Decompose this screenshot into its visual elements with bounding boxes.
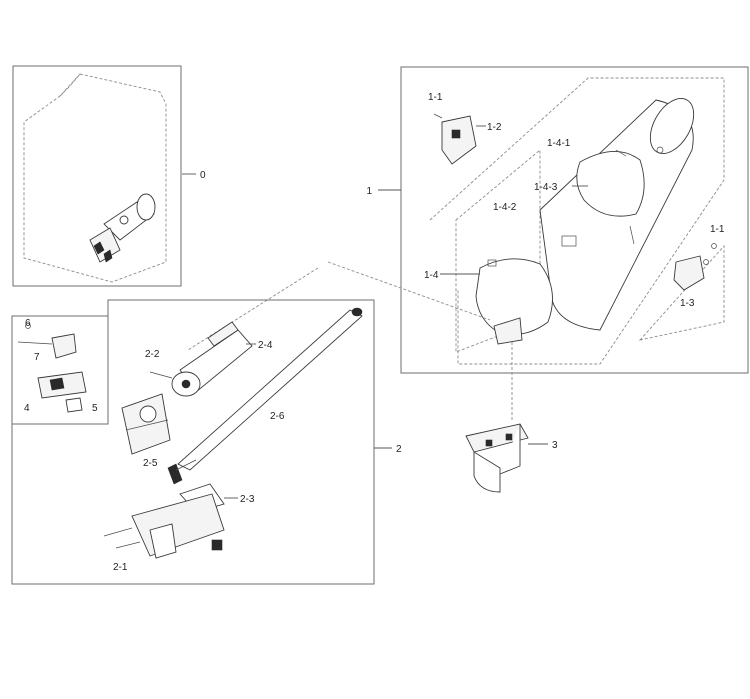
clip-5	[65, 397, 83, 413]
section-1-drum: 1 1-1 1-2 1-4-1 1-4-3 1-4-2 1-1 1-4 1-3	[366, 66, 749, 374]
label-3: 3	[552, 440, 558, 451]
shaft-2-6	[177, 307, 363, 471]
motor-base-2-1	[103, 493, 225, 559]
label-2-6: 2-6	[270, 411, 285, 422]
bearing-bracket-1-3	[673, 243, 717, 291]
label-1-1-top: 1-1	[428, 92, 443, 103]
bracket-7	[17, 323, 77, 359]
section-4-7: 6 7 4 5	[11, 315, 109, 425]
label-1-4-3: 1-4-3	[534, 182, 558, 193]
spring-2-5	[167, 459, 197, 485]
label-2-4: 2-4	[258, 340, 273, 351]
section-1-frame	[400, 66, 749, 374]
section-0-overview: 0	[12, 65, 206, 287]
section-2-motor: 2 2-2 2-4 2-6 2-5 2-3 2-1	[11, 299, 402, 585]
label-1-4-1: 1-4-1	[547, 138, 571, 149]
overview-drum-assembly	[89, 193, 156, 263]
label-1-3: 1-3	[680, 298, 695, 309]
drum-front-panel	[475, 258, 553, 345]
cabinet-outline	[23, 73, 167, 283]
section-0-frame	[12, 65, 182, 287]
bracket-2-2	[149, 371, 173, 379]
label-1-2: 1-2	[487, 122, 502, 133]
label-2-1: 2-1	[113, 562, 128, 573]
drum-rear-panel	[576, 149, 645, 245]
label-6: 6	[25, 318, 31, 329]
idler-frame	[121, 393, 171, 455]
label-7: 7	[34, 352, 40, 363]
motor-2-4	[171, 321, 253, 397]
motor-mount-4	[37, 371, 87, 399]
label-1: 1	[366, 186, 372, 197]
section-3-bracket: 3	[465, 423, 558, 493]
label-1-4-2: 1-4-2	[493, 202, 517, 213]
label-2-3: 2-3	[240, 494, 255, 505]
label-4: 4	[24, 403, 30, 414]
label-1-4: 1-4	[424, 270, 439, 281]
label-2-5: 2-5	[143, 458, 158, 469]
label-2: 2	[396, 444, 402, 455]
section-2-frame	[11, 299, 375, 585]
label-0: 0	[200, 170, 206, 181]
label-1-1-right: 1-1	[710, 224, 725, 235]
label-5: 5	[92, 403, 98, 414]
bearing-bracket-1-2	[433, 113, 477, 165]
label-2-2: 2-2	[145, 349, 160, 360]
